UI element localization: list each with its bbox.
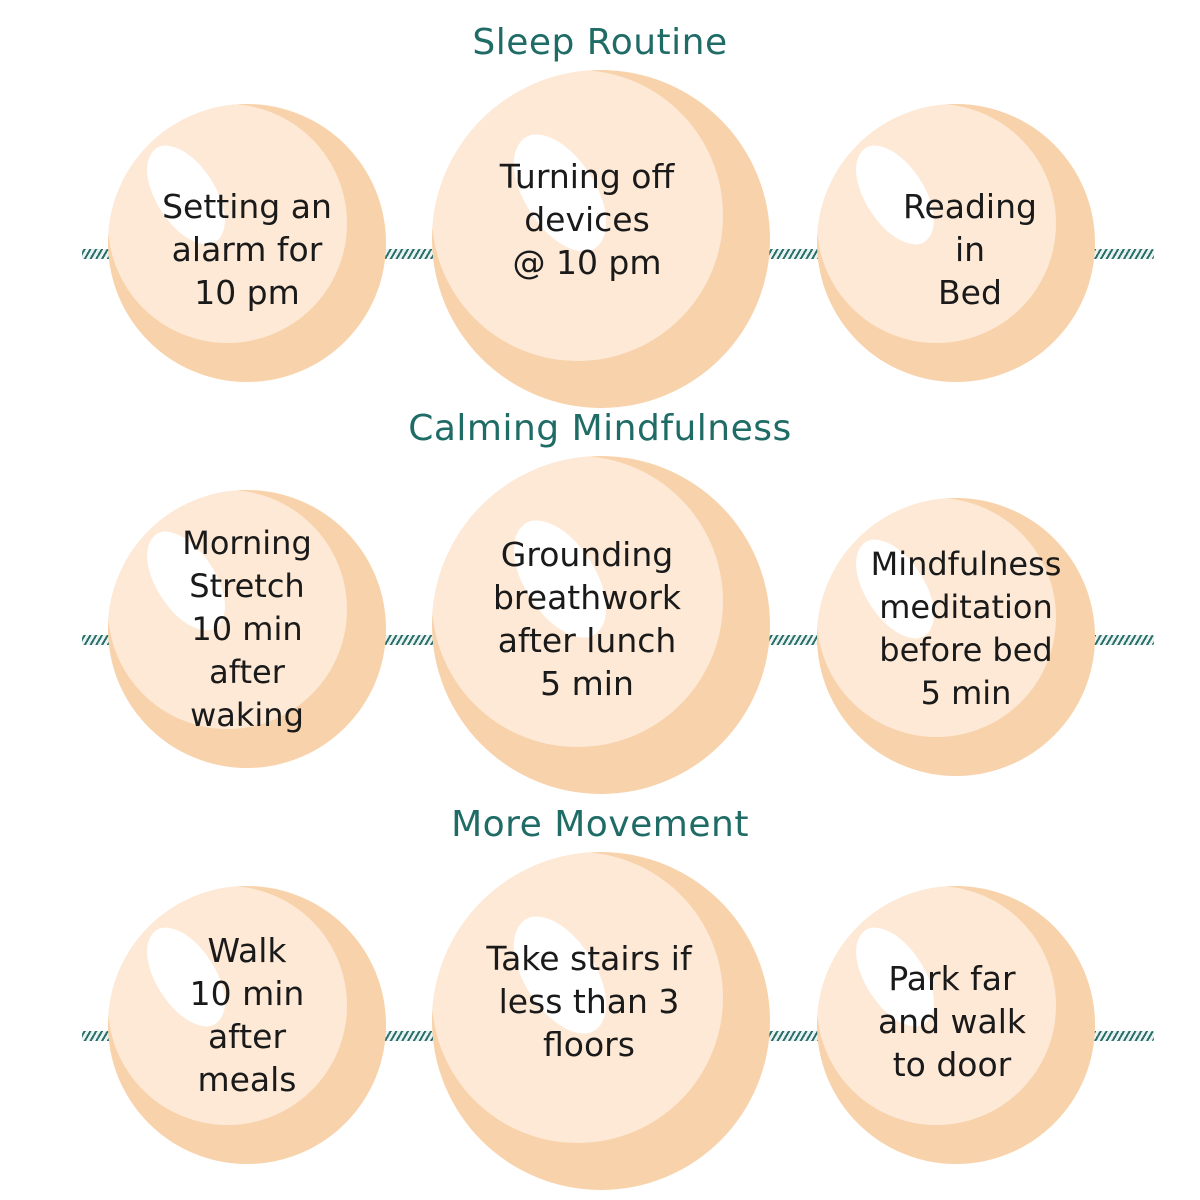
pearl-park-far: Park far and walk to door [817,886,1095,1164]
pearl-turning-off-devices: Turning off devices @ 10 pm [432,70,770,408]
pearl-label: Setting an alarm for 10 pm [162,186,332,312]
pearl-label: Reading in Bed [903,186,1037,312]
pearl-morning-stretch: Morning Stretch 10 min after waking [108,490,386,768]
pearl-face [817,886,1057,1126]
pearl-label: Park far and walk to door [877,958,1027,1084]
pearl-face [108,490,348,730]
section-title-calming-mindfulness: Calming Mindfulness [408,408,792,449]
pearl-face [817,498,1057,738]
pearl-mindfulness-meditation: Mindfulness meditation before bed 5 min [817,498,1095,776]
pearl-label: Mindfulness meditation before bed 5 min [870,545,1062,712]
pearl-take-stairs: Take stairs if less than 3 floors [432,852,770,1190]
pearl-label: Morning Stretch 10 min after waking [182,523,312,734]
pearl-label: Walk 10 min after meals [189,931,305,1099]
pearl-face [108,104,348,344]
section-title-sleep-routine: Sleep Routine [472,22,728,63]
pearl-walk-after-meals: Walk 10 min after meals [108,886,386,1164]
section-title-more-movement: More Movement [451,804,749,845]
pearl-grounding-breathwork: Grounding breathwork after lunch 5 min [432,456,770,794]
pearl-face [817,104,1057,344]
pearl-label: Grounding breathwork after lunch 5 min [492,535,682,703]
pearl-face [108,886,348,1126]
pearl-reading-in-bed: Reading in Bed [817,104,1095,382]
pearl-label: Take stairs if less than 3 floors [486,938,692,1064]
pearl-setting-alarm: Setting an alarm for 10 pm [108,104,386,382]
pearl-label: Turning off devices @ 10 pm [499,156,675,282]
